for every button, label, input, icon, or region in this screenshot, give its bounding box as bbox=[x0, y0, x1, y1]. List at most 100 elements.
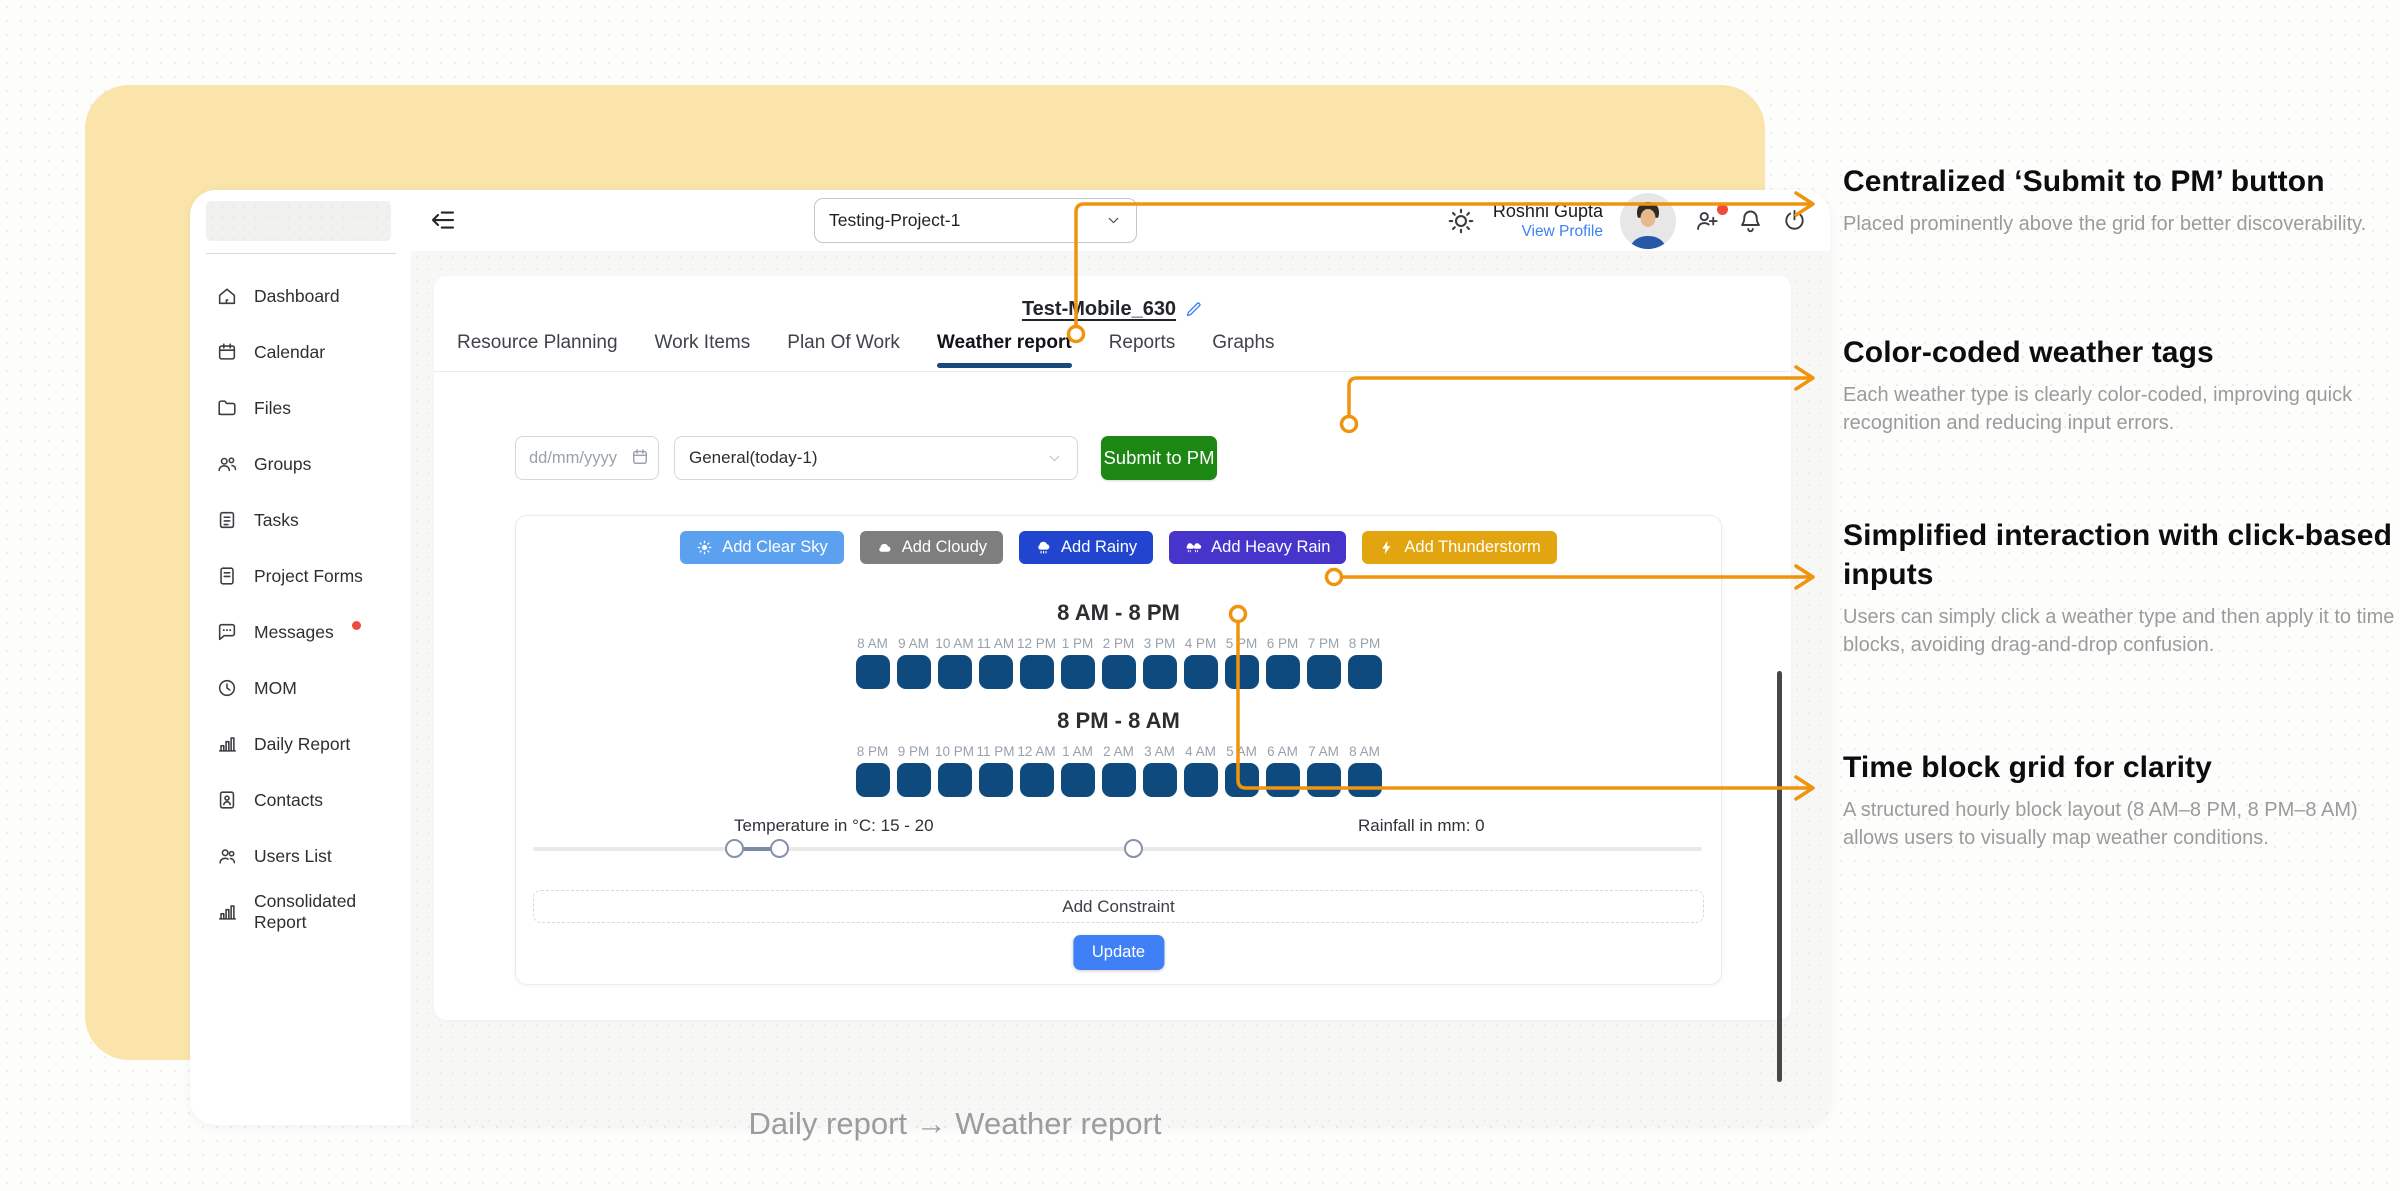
scrollbar[interactable] bbox=[1777, 671, 1782, 1082]
annotation-title: Simplified interaction with click-based … bbox=[1843, 519, 2393, 591]
sidebar-item-project-forms[interactable]: Project Forms bbox=[190, 548, 411, 604]
tab-plan-of-work[interactable]: Plan Of Work bbox=[787, 332, 900, 353]
header: Testing-Project-1 Roshni Gupta View Prof… bbox=[411, 190, 1830, 251]
tag-add-heavy-rain[interactable]: Add Heavy Rain bbox=[1169, 531, 1347, 564]
time-block-1-am[interactable] bbox=[1060, 763, 1095, 797]
time-block-7-am[interactable] bbox=[1306, 763, 1341, 797]
time-block-6-am[interactable] bbox=[1265, 763, 1300, 797]
temperature-slider-handle-min[interactable] bbox=[725, 839, 744, 858]
time-block-3-pm[interactable] bbox=[1142, 655, 1177, 689]
tag-add-rainy[interactable]: Add Rainy bbox=[1019, 531, 1154, 564]
time-block-11-pm[interactable] bbox=[978, 763, 1013, 797]
user-block: Roshni Gupta View Profile bbox=[1493, 200, 1603, 242]
tasks-icon bbox=[216, 509, 238, 531]
hour-label: 9 AM bbox=[898, 636, 929, 651]
time-block-10-pm[interactable] bbox=[937, 763, 972, 797]
divider bbox=[206, 253, 396, 254]
hour-label: 10 PM bbox=[934, 744, 975, 759]
project-select-value: Testing-Project-1 bbox=[829, 210, 961, 230]
tab-work-items[interactable]: Work Items bbox=[654, 332, 751, 353]
time-block-8-pm[interactable] bbox=[1347, 655, 1382, 689]
sidebar-item-contacts[interactable]: Contacts bbox=[190, 772, 411, 828]
time-block-6-pm[interactable] bbox=[1265, 655, 1300, 689]
time-block-11-am[interactable] bbox=[978, 655, 1013, 689]
time-block-4-am[interactable] bbox=[1183, 763, 1218, 797]
annotation-body: A structured hourly block layout (8 AM–8… bbox=[1843, 799, 2358, 850]
time-block-5-pm[interactable] bbox=[1224, 655, 1259, 689]
tab-weather-report[interactable]: Weather report bbox=[936, 332, 1072, 368]
hour-label: 6 AM bbox=[1267, 744, 1298, 759]
calendar-icon bbox=[216, 341, 238, 363]
contacts-icon bbox=[216, 789, 238, 811]
controls-row: General(today-1) Submit to PM bbox=[515, 436, 1217, 480]
annotation-title: Centralized ‘Submit to PM’ button bbox=[1843, 165, 2325, 198]
avatar[interactable] bbox=[1620, 192, 1676, 249]
hour-label: 12 AM bbox=[1017, 744, 1056, 759]
sidebar-item-messages[interactable]: Messages bbox=[190, 604, 411, 660]
time-block-9-am[interactable] bbox=[896, 655, 931, 689]
annotation-submit-to-pm: Centralized ‘Submit to PM’ button Placed… bbox=[1843, 162, 2395, 238]
hour-label: 12 PM bbox=[1016, 636, 1057, 651]
chart-icon bbox=[216, 733, 238, 755]
folder-icon bbox=[216, 397, 238, 419]
time-block-12-am[interactable] bbox=[1019, 763, 1054, 797]
rainfall-label: Rainfall in mm: 0 bbox=[1358, 816, 1485, 835]
time-block-8-am[interactable] bbox=[855, 655, 890, 689]
date-input[interactable] bbox=[515, 436, 659, 480]
sidebar-item-groups[interactable]: Groups bbox=[190, 436, 411, 492]
slider-track[interactable] bbox=[533, 839, 1702, 858]
time-block-12-pm[interactable] bbox=[1019, 655, 1054, 689]
tab-graphs[interactable]: Graphs bbox=[1212, 332, 1275, 353]
time-block-3-am[interactable] bbox=[1142, 763, 1177, 797]
theme-toggle-icon[interactable] bbox=[1446, 206, 1476, 236]
hour-label: 5 AM bbox=[1226, 744, 1257, 759]
tag-add-thunderstorm[interactable]: Add Thunderstorm bbox=[1362, 531, 1557, 564]
time-block-8-am[interactable] bbox=[1347, 763, 1382, 797]
time-block-10-am[interactable] bbox=[937, 655, 972, 689]
time-block-2-am[interactable] bbox=[1101, 763, 1136, 797]
sidebar-item-mom[interactable]: MOM bbox=[190, 660, 411, 716]
temperature-range-fill bbox=[734, 847, 779, 851]
grid-title: 8 AM - 8 PM bbox=[1057, 600, 1180, 625]
submit-to-pm-button[interactable]: Submit to PM bbox=[1101, 436, 1217, 480]
add-constraint-button[interactable]: Add Constraint bbox=[533, 890, 1704, 923]
report-type-select[interactable]: General(today-1) bbox=[674, 436, 1078, 480]
time-block-1-pm[interactable] bbox=[1060, 655, 1095, 689]
project-select[interactable]: Testing-Project-1 bbox=[814, 198, 1137, 243]
tab-resource-planning[interactable]: Resource Planning bbox=[457, 332, 618, 353]
time-block-9-pm[interactable] bbox=[896, 763, 931, 797]
sidebar-item-calendar[interactable]: Calendar bbox=[190, 324, 411, 380]
hour-label: 1 AM bbox=[1062, 744, 1093, 759]
rain-icon bbox=[1035, 539, 1052, 556]
sidebar-item-dashboard[interactable]: Dashboard bbox=[190, 268, 411, 324]
sidebar-item-files[interactable]: Files bbox=[190, 380, 411, 436]
hour-label: 6 PM bbox=[1266, 636, 1299, 651]
time-block-7-pm[interactable] bbox=[1306, 655, 1341, 689]
sidebar-item-daily-report[interactable]: Daily Report bbox=[190, 716, 411, 772]
temperature-slider-handle-max[interactable] bbox=[770, 839, 789, 858]
tag-add-cloudy[interactable]: Add Cloudy bbox=[859, 531, 1004, 564]
notification-dot bbox=[1717, 204, 1728, 215]
sidebar-item-consolidated-report[interactable]: Consolidated Report bbox=[190, 884, 411, 940]
notifications-bell-icon[interactable] bbox=[1737, 207, 1764, 234]
power-icon[interactable] bbox=[1781, 207, 1808, 234]
time-block-4-pm[interactable] bbox=[1183, 655, 1218, 689]
update-button[interactable]: Update bbox=[1072, 935, 1165, 970]
edit-title-icon[interactable] bbox=[1184, 300, 1203, 319]
rainfall-slider-handle[interactable] bbox=[1124, 839, 1143, 858]
time-block-5-am[interactable] bbox=[1224, 763, 1259, 797]
hour-label: 9 PM bbox=[897, 744, 930, 759]
tag-add-clear-sky[interactable]: Add Clear Sky bbox=[680, 531, 844, 564]
tab-reports[interactable]: Reports bbox=[1108, 332, 1176, 353]
sidebar-collapse-icon[interactable] bbox=[428, 205, 460, 237]
sidebar-item-users-list[interactable]: Users List bbox=[190, 828, 411, 884]
add-user-icon[interactable] bbox=[1693, 207, 1720, 234]
time-block-8-pm[interactable] bbox=[855, 763, 890, 797]
sidebar-item-tasks[interactable]: Tasks bbox=[190, 492, 411, 548]
hour-label: 3 AM bbox=[1144, 744, 1175, 759]
time-block-2-pm[interactable] bbox=[1101, 655, 1136, 689]
view-profile-link[interactable]: View Profile bbox=[1521, 223, 1603, 241]
